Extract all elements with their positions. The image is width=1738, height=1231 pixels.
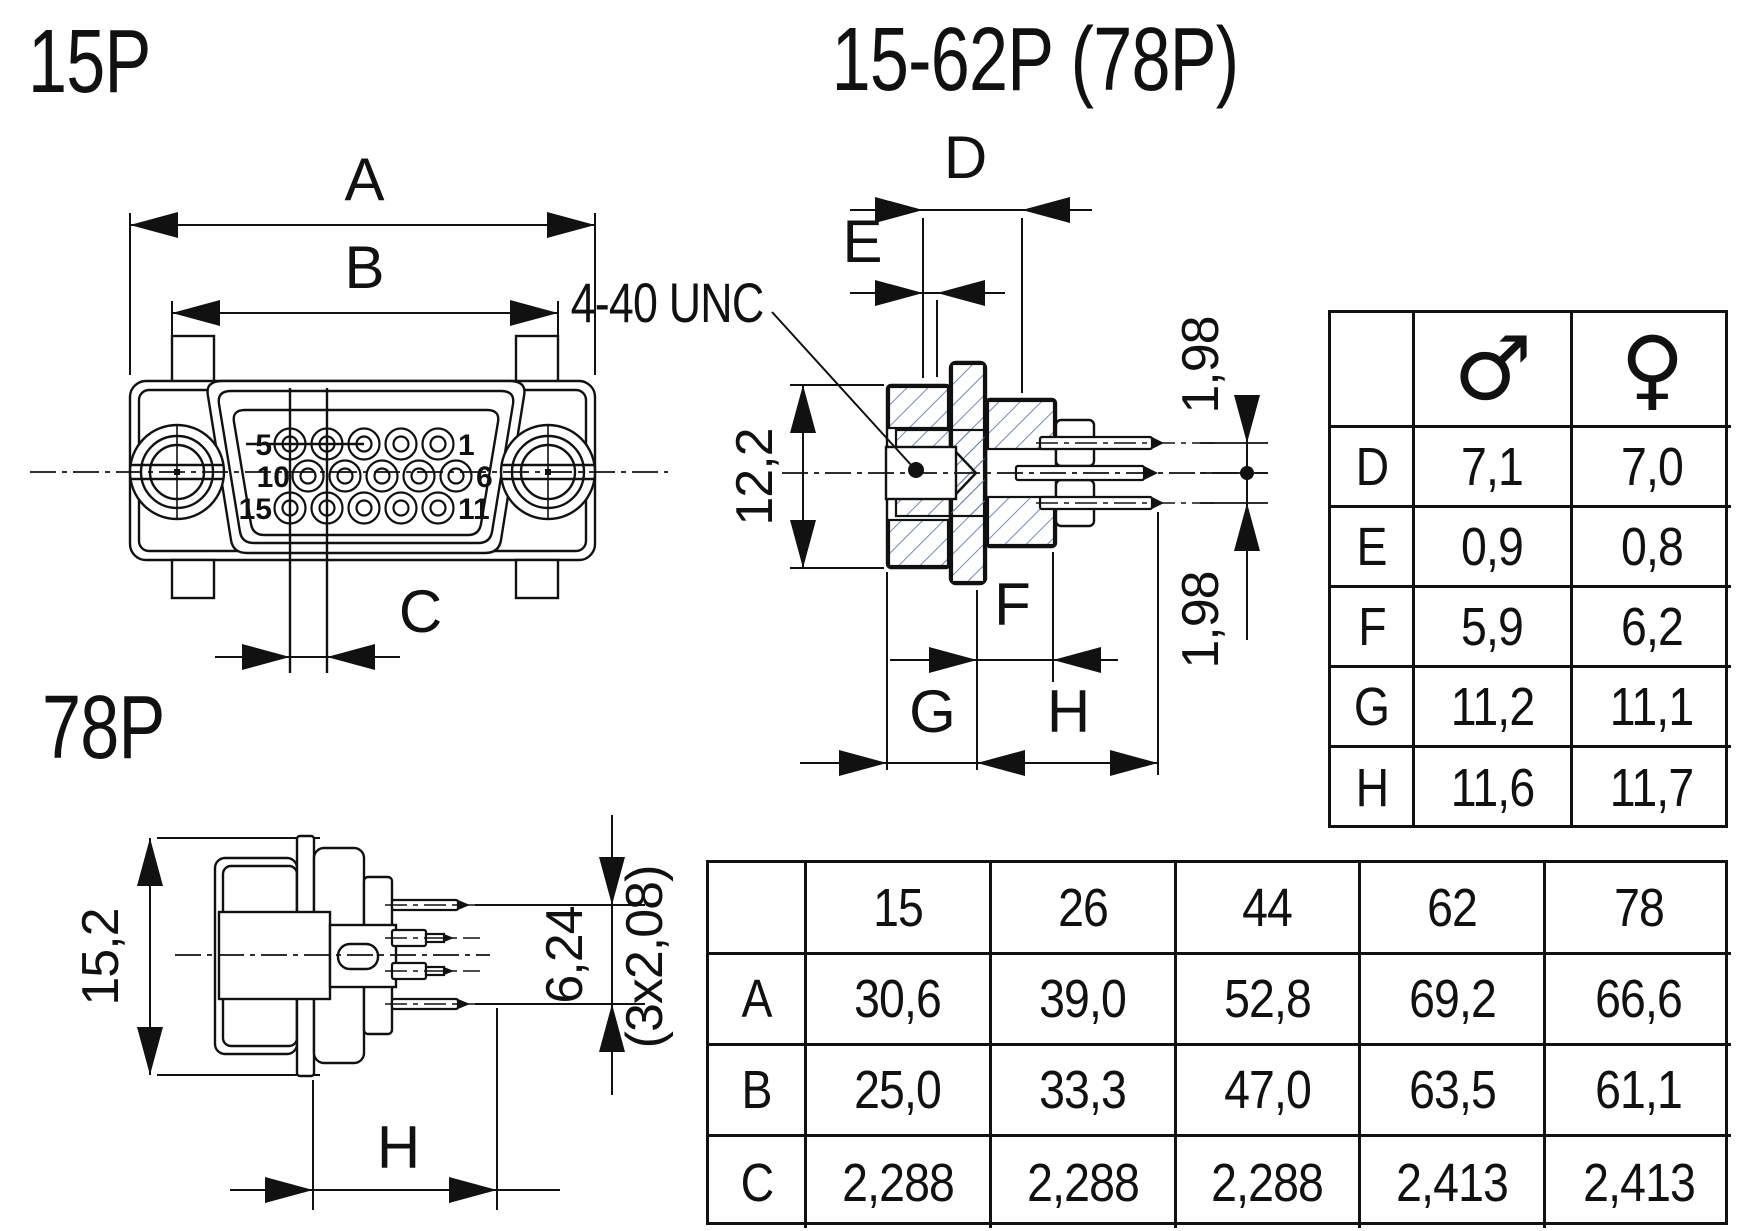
front-view-title: 15P <box>28 12 151 112</box>
table-cell: 2,413 <box>1582 1152 1696 1213</box>
svg-text:15: 15 <box>239 493 272 526</box>
column-header: 15 <box>807 863 992 955</box>
table-cell: 2,288 <box>1177 1137 1362 1228</box>
table-cell: 66,6 <box>1546 955 1731 1046</box>
table-cell: 52,8 <box>1176 955 1362 1046</box>
male-icon: ♂ <box>1453 317 1533 420</box>
table-cell: 7,0 <box>1573 428 1731 508</box>
table-cell: 11,7 <box>1610 758 1694 818</box>
gender-table-corner <box>1331 313 1415 428</box>
column-header: 78 <box>1546 863 1731 955</box>
table-cell: 0,8 <box>1573 508 1731 588</box>
row-label: E <box>1331 508 1415 588</box>
dim-6-24 <box>475 815 645 1095</box>
svg-text:1: 1 <box>458 429 475 462</box>
column-header: 26 <box>991 863 1177 955</box>
dim-12-2 <box>790 384 884 569</box>
pitch-top-label: 1,98 <box>1172 316 1230 413</box>
table-cell: 63,5 <box>1361 1046 1547 1137</box>
dim-h-bottom-label: H <box>377 1114 419 1181</box>
shell-size-table: 15 26 44 62 78 A 30,6 39,0 52,8 69,2 66,… <box>706 860 1731 1228</box>
dim-c <box>215 644 400 670</box>
female-header: ♀ <box>1573 313 1731 428</box>
thread-label: 4-40 UNC <box>571 271 764 334</box>
dim-d <box>850 197 1092 393</box>
svg-text:11: 11 <box>458 493 490 526</box>
row-label: A <box>709 955 807 1046</box>
dim-b-label: B <box>344 234 383 301</box>
dim-h-bottom <box>230 1008 560 1210</box>
size-table-corner <box>709 863 807 955</box>
table-cell: 2,288 <box>992 1137 1177 1228</box>
dim-a-label: A <box>344 146 384 213</box>
dim-e-label: E <box>842 208 881 275</box>
pitch-bottom-label: 1,98 <box>1172 571 1230 668</box>
row-label: G <box>1331 668 1415 748</box>
front-view-15p <box>30 212 668 673</box>
table-cell: 69,2 <box>1361 955 1547 1046</box>
dim-a <box>129 212 596 375</box>
table-cell: 2,288 <box>807 1137 992 1228</box>
dim-3x2-08-label: (3x2,08) <box>616 866 674 1049</box>
table-cell: 11,6 <box>1415 748 1573 828</box>
table-cell: 30,6 <box>807 955 992 1046</box>
dim-15-2 <box>137 837 320 1076</box>
row-label: C <box>709 1137 807 1228</box>
row-label: D <box>1331 428 1415 508</box>
row-label: B <box>709 1046 807 1137</box>
table-cell: 25,0 <box>807 1046 992 1137</box>
side-view-title: 15-62P (78P) <box>832 10 1239 110</box>
dim-15-2-label: 15,2 <box>72 908 130 1005</box>
dim-h-side-label: H <box>1047 678 1089 745</box>
table-cell: 39,0 <box>991 955 1177 1046</box>
dim-f <box>890 552 1118 770</box>
bottom-view-title: 78P <box>42 678 165 778</box>
dim-pitch <box>1200 395 1268 640</box>
dim-g-label: G <box>909 678 955 745</box>
dim-g-h <box>800 512 1159 776</box>
dim-6-24-label: 6,24 <box>536 906 594 1003</box>
svg-text:5: 5 <box>255 429 272 462</box>
column-header: 62 <box>1361 863 1547 955</box>
male-header: ♂ <box>1415 313 1573 428</box>
dim-c-label: C <box>399 578 441 645</box>
table-cell: 11,2 <box>1415 668 1573 748</box>
side-view-section <box>771 197 1268 776</box>
table-cell: 47,0 <box>1176 1046 1362 1137</box>
table-cell: 33,3 <box>991 1046 1177 1137</box>
column-header: 44 <box>1176 863 1362 955</box>
table-cell: 2,413 <box>1361 1137 1547 1228</box>
table-cell: 6,2 <box>1573 588 1731 668</box>
female-icon: ♀ <box>1620 317 1684 420</box>
table-cell: 7,1 <box>1415 428 1573 508</box>
pin-field <box>273 427 473 525</box>
table-cell: 0,9 <box>1415 508 1573 588</box>
bottom-view-78p <box>137 815 645 1210</box>
svg-text:6: 6 <box>476 461 493 494</box>
dim-d-label: D <box>944 124 986 191</box>
dim-f-label: F <box>994 571 1030 638</box>
dim-12-2-label: 12,2 <box>726 428 784 525</box>
row-label: F <box>1331 588 1415 668</box>
dim-b <box>171 300 559 378</box>
table-cell: 5,9 <box>1415 588 1573 668</box>
table-cell: 11,1 <box>1573 668 1731 748</box>
section-hatch <box>887 362 1056 584</box>
table-cell: 61,1 <box>1546 1046 1731 1137</box>
pin-number-labels: 5 1 10 6 15 11 <box>239 429 493 526</box>
row-label: H <box>1331 748 1415 828</box>
gender-dimension-table: ♂ ♀ D 7,1 7,0 E 0,9 0,8 F 5,9 6,2 G 11,2… <box>1328 310 1731 828</box>
svg-text:10: 10 <box>257 461 290 494</box>
dim-e <box>850 280 1005 377</box>
